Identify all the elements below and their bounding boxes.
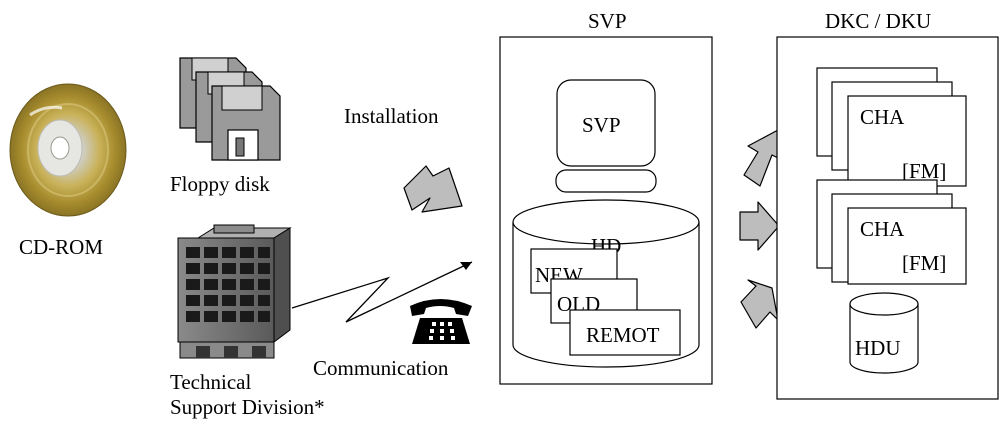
communication-line <box>291 261 473 323</box>
floppy-disk-label: Floppy disk <box>170 172 270 196</box>
cha-mid-label: CHA <box>860 217 905 241</box>
communication-arrowhead <box>460 262 472 270</box>
installation-arrow <box>403 165 463 213</box>
technical-support-label-line2: Support Division* <box>170 395 325 419</box>
arrow-to-cha-top <box>743 129 783 187</box>
file-remot <box>569 309 681 356</box>
file-remot-label: REMOT <box>586 323 660 347</box>
dkc-dku-box-title: DKC / DKU <box>825 9 931 33</box>
building-icon <box>177 224 292 359</box>
arrow-to-hdu <box>740 279 779 329</box>
cd-rom-label: CD-ROM <box>19 235 103 259</box>
hdu-cylinder-icon <box>849 292 919 374</box>
communication-label: Communication <box>313 356 449 380</box>
floppy-disk-icon <box>179 57 281 161</box>
telephone-icon <box>410 299 472 344</box>
cha-top-label: CHA <box>860 105 905 129</box>
cha-top-stack <box>816 67 967 187</box>
svp-monitor-icon <box>555 79 657 193</box>
technical-support-label-line1: Technical <box>170 370 251 394</box>
cha-mid-stack <box>816 179 967 285</box>
svp-box-title: SVP <box>588 9 627 33</box>
cd-rom-icon <box>9 83 127 217</box>
cha-mid-sublabel: [FM] <box>902 251 946 275</box>
cha-top-sublabel: [FM] <box>902 159 946 183</box>
hdu-label: HDU <box>855 336 901 360</box>
arrow-to-cha-mid <box>739 201 780 251</box>
svp-monitor-label: SVP <box>582 113 621 137</box>
installation-label: Installation <box>344 104 439 128</box>
